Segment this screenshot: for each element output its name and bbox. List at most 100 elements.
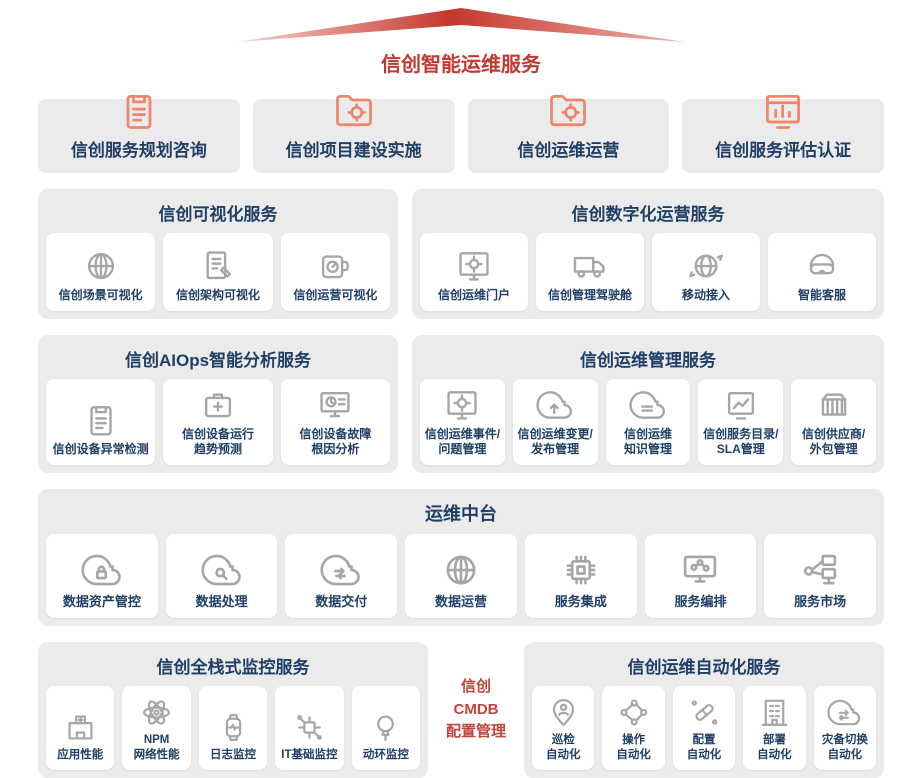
panel-ops-management: 信创运维管理服务 信创运维事件/ 问题管理 信创运维变更/ 发布管理 信创运维 … — [412, 335, 884, 473]
server-share-icon — [799, 549, 841, 591]
service-card-label: 动环监控 — [362, 748, 409, 761]
panel-title: 运维中台 — [425, 504, 497, 524]
service-card: NPM 网络性能 — [122, 686, 191, 770]
gauge-icon — [316, 247, 354, 285]
service-card: 信创管理驾驶舱 — [536, 233, 644, 311]
top-service-label: 信创运维运营 — [517, 141, 620, 160]
service-card-label: 信创供应商/ 外包管理 — [801, 427, 866, 456]
service-card-label: 巡检 自动化 — [545, 734, 581, 761]
service-card-label: 信创设备异常检测 — [52, 442, 149, 456]
cloud-search-icon — [201, 549, 243, 591]
service-card-label: 数据资产管控 — [62, 593, 141, 609]
top-service-planning: 信创服务规划咨询 — [38, 99, 240, 173]
cloud-swap-icon — [827, 695, 862, 730]
panel-middle-platform: 运维中台 数据资产管控 数据处理 数据交付 数据运营 — [38, 489, 884, 626]
service-card-label: 信创服务目录/ SLA管理 — [703, 427, 779, 456]
service-card-label: 信创运维变更/ 发布管理 — [517, 427, 593, 456]
service-card: IT基础监控 — [275, 686, 344, 770]
service-card-label: 信创运维 知识管理 — [623, 427, 672, 456]
service-card-label: 智能客服 — [797, 288, 846, 302]
service-card: 日志监控 — [198, 686, 268, 770]
top-service-certification: 信创服务评估认证 — [682, 99, 884, 173]
service-card-label: 操作 自动化 — [616, 734, 651, 761]
panel-title: 信创运维自动化服务 — [627, 658, 781, 677]
row-visualization-digital: 信创可视化服务 信创场景可视化 信创架构可视化 信创运营可视化 信创数字化运营服… — [38, 189, 884, 319]
service-card: 服务编排 — [644, 534, 757, 618]
cloud-sync-icon — [320, 549, 362, 591]
service-card: 灾备切换 自动化 — [813, 686, 877, 770]
service-card: 操作 自动化 — [602, 686, 665, 770]
top-service-implementation: 信创项目建设实施 — [252, 99, 455, 173]
service-card: 应用性能 — [46, 686, 115, 770]
cmdb-block: 信创 CMDB 配置管理 — [438, 642, 514, 778]
cloud-upload-icon — [536, 386, 574, 424]
service-card-label: IT基础监控 — [281, 748, 338, 761]
service-card-label: 数据交付 — [315, 593, 368, 609]
service-card: 配置 自动化 — [672, 686, 736, 770]
gear-window-icon — [443, 386, 481, 424]
service-card-label: NPM 网络性能 — [133, 734, 180, 761]
panel-title: 信创可视化服务 — [158, 205, 278, 224]
service-card: 智能客服 — [768, 233, 876, 311]
hospital-icon — [63, 710, 98, 745]
service-card-label: 信创管理驾驶舱 — [547, 288, 632, 302]
vr-headset-icon — [803, 247, 841, 285]
service-card: 信创运营可视化 — [280, 233, 390, 311]
roof-arrow-shape — [237, 8, 685, 42]
service-card: 数据交付 — [285, 534, 398, 618]
service-card-label: 信创运营可视化 — [293, 288, 378, 302]
service-card: 信创服务目录/ SLA管理 — [698, 379, 784, 465]
nodes-icon — [616, 695, 651, 730]
row-monitoring-automation: 信创全栈式监控服务 应用性能 NPM 网络性能 日志监控 IT基础监控 — [38, 642, 884, 778]
chip-icon — [560, 549, 602, 591]
medkit-icon — [199, 386, 237, 424]
service-card: 部署 自动化 — [743, 686, 806, 770]
top-service-label: 信创项目建设实施 — [285, 141, 422, 160]
service-card-label: 应用性能 — [57, 748, 104, 761]
panel-visualization: 信创可视化服务 信创场景可视化 信创架构可视化 信创运营可视化 — [38, 189, 398, 319]
monitor-gauge-icon — [316, 386, 354, 424]
service-card-label: 信创场景可视化 — [58, 288, 143, 302]
page-title: 信创智能运维服务 — [381, 54, 541, 76]
top-services-row: 信创服务规划咨询 信创项目建设实施 信创运维运营 信创服务评估认证 — [38, 99, 884, 173]
panel-monitoring: 信创全栈式监控服务 应用性能 NPM 网络性能 日志监控 IT基础监控 — [38, 642, 428, 778]
row-aiops-management: 信创AIOps智能分析服务 信创设备异常检测 信创设备运行 趋势预测 信创设备故… — [38, 335, 884, 473]
service-card-label: 日志监控 — [210, 748, 257, 761]
cloud-lock-icon — [81, 549, 123, 591]
panel-title: 信创运维管理服务 — [580, 351, 716, 370]
cards-row: 信创运维门户 信创管理驾驶舱 移动接入 智能客服 — [420, 233, 876, 311]
service-card-label: 信创架构可视化 — [175, 288, 260, 302]
gear-window-icon — [455, 247, 493, 285]
service-card: 信创架构可视化 — [163, 233, 273, 311]
top-service-label: 信创服务评估认证 — [715, 141, 852, 160]
service-card: 信创设备运行 趋势预测 — [163, 379, 273, 465]
service-card-label: 数据运营 — [435, 593, 488, 609]
balloon-icon — [368, 710, 403, 745]
cards-row: 巡检 自动化 操作 自动化 配置 自动化 部署 自动化 灾备切换 自动化 — [532, 686, 877, 770]
cards-row: 信创运维事件/ 问题管理 信创运维变更/ 发布管理 信创运维 知识管理 信创服务… — [420, 379, 876, 465]
service-card-label: 服务编排 — [674, 593, 727, 609]
clipboard-icon — [82, 401, 120, 439]
service-card: 服务集成 — [524, 534, 637, 618]
service-card-label: 信创运维门户 — [437, 288, 510, 302]
document-pen-icon — [199, 247, 237, 285]
panel-aiops: 信创AIOps智能分析服务 信创设备异常检测 信创设备运行 趋势预测 信创设备故… — [38, 335, 398, 473]
atom-icon — [139, 695, 174, 730]
service-card: 信创运维事件/ 问题管理 — [420, 379, 505, 465]
service-card: 信创运维门户 — [420, 233, 528, 311]
service-card: 信创设备异常检测 — [46, 379, 156, 465]
monitor-nodes-icon — [679, 549, 721, 591]
service-card: 信创供应商/ 外包管理 — [791, 379, 876, 465]
panel-title: 信创全栈式监控服务 — [156, 658, 310, 677]
chart-document-icon — [722, 386, 760, 424]
service-card-label: 信创设备运行 趋势预测 — [181, 427, 254, 456]
service-card: 信创设备故障 根因分析 — [280, 379, 390, 465]
cmdb-line: 信创 — [460, 677, 491, 695]
service-card-label: 信创设备故障 根因分析 — [299, 427, 372, 456]
service-card: 服务市场 — [764, 534, 877, 618]
service-card: 移动接入 — [652, 233, 760, 311]
service-card: 数据资产管控 — [46, 534, 158, 618]
service-card-label: 数据处理 — [195, 593, 248, 609]
clipboard-icon — [117, 89, 161, 133]
cmdb-line: CMDB — [453, 700, 499, 718]
